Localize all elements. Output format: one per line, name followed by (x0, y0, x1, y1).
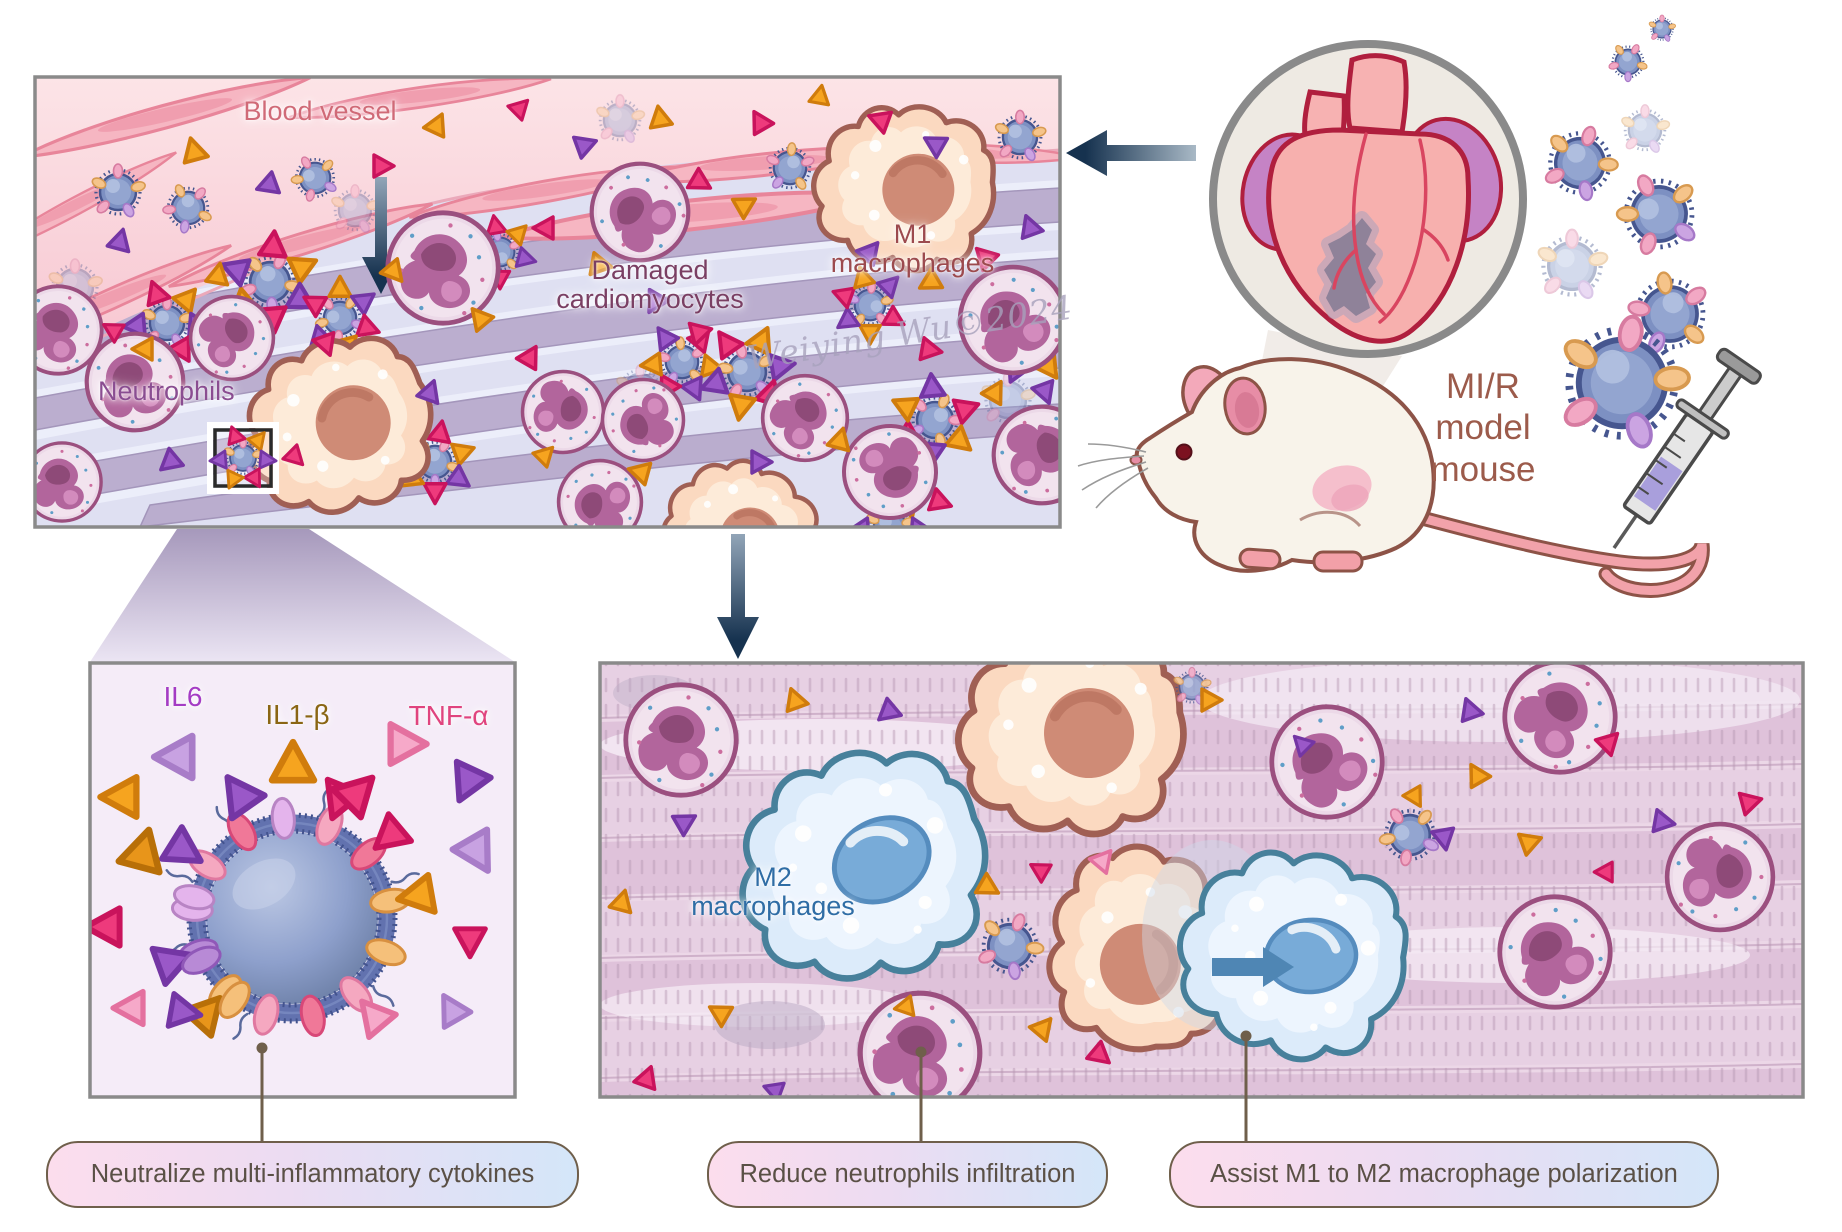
injected-nanoparticles (1534, 14, 1729, 457)
mir-label-line1: MI/R (1446, 367, 1520, 406)
m1-macrophages-label: M1 macrophages (825, 219, 1000, 279)
m1-label-line2: macrophages (830, 248, 995, 279)
m2-label-line2: macrophages (691, 891, 855, 922)
caption-callouts (256, 1030, 1252, 1141)
blood-vessel-label: Blood vessel (243, 96, 397, 126)
caption-neutralize-cytokines: Neutralize multi-inflammatory cytokines (46, 1141, 579, 1208)
m2-label-line1: M2 (754, 862, 792, 892)
neutrophils-label: Neutrophils (98, 376, 235, 406)
damaged-label-line2: cardiomyocytes (556, 284, 744, 315)
polarization-arrow (1212, 947, 1294, 987)
mouse-front-foot (1238, 547, 1282, 571)
arrow-panel-down (717, 534, 759, 659)
tnf-alpha-label: TNF-α (408, 700, 489, 731)
m1-label-line1: M1 (893, 219, 932, 249)
injury-panel (33, 75, 1062, 529)
heart-inset (1209, 40, 1527, 358)
cytokine-panel (88, 661, 517, 1099)
mir-label-line2: model (1435, 408, 1531, 448)
syringe-liquid (1633, 456, 1683, 511)
damaged-cardiomyocytes-label: Damaged cardiomyocytes (540, 255, 760, 315)
zoom-square-marker (207, 422, 279, 494)
m2-macrophages-label: M2 macrophages (678, 862, 868, 922)
zoom-trapezoid (90, 529, 515, 662)
mouse-illustration (1077, 357, 1710, 598)
il6-label: IL6 (163, 681, 203, 712)
mir-model-mouse-label: MI/R model mouse (1408, 366, 1558, 490)
caption-assist-polarization: Assist M1 to M2 macrophage polarization (1169, 1141, 1719, 1208)
mouse-hind-foot (1312, 550, 1364, 573)
mouse-eye (1175, 443, 1193, 461)
cytokine-panel-border (88, 661, 517, 1099)
arrow-heart-to-panel (1066, 130, 1196, 176)
caption-neutralize-text: Neutralize multi-inflammatory cytokines (90, 1160, 535, 1188)
damaged-label-line1: Damaged (591, 255, 709, 285)
syringe-icon (1612, 347, 1762, 549)
heart-icon (1240, 53, 1504, 344)
treated-panel (598, 661, 1805, 1099)
treated-panel-border (598, 661, 1805, 1099)
caption-assist-text: Assist M1 to M2 macrophage polarization (1210, 1160, 1678, 1188)
caption-reduce-text: Reduce neutrophils infiltration (739, 1160, 1076, 1188)
il1-beta-label: IL1-β (265, 699, 330, 730)
injury-panel-border (33, 75, 1062, 529)
mir-label-line3: mouse (1430, 449, 1536, 489)
caption-reduce-neutrophils: Reduce neutrophils infiltration (707, 1141, 1108, 1208)
m1-to-m2-transition (1035, 819, 1433, 1087)
mouse-whiskers (1077, 443, 1149, 509)
